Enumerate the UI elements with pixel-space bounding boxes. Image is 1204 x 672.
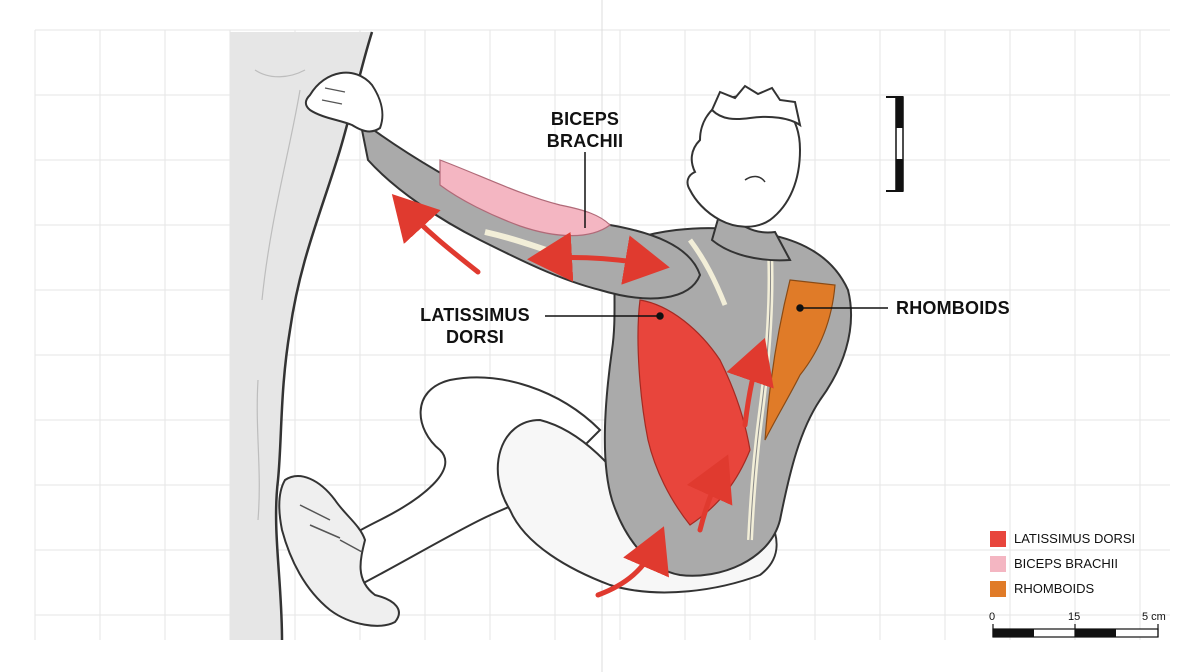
biceps-contraction-arrow bbox=[527, 231, 670, 285]
lower-back-arrow bbox=[686, 454, 733, 533]
scale-label-15: 15 bbox=[1068, 611, 1081, 623]
legend-item-rhomboids: RHOMBOIDS bbox=[990, 576, 1180, 601]
legend-swatch-latissimus bbox=[990, 530, 1006, 547]
vertical-scale-bar bbox=[886, 96, 904, 192]
lat-upward-arrow bbox=[726, 337, 774, 428]
biceps-callout-line1: BICEPS bbox=[550, 109, 620, 129]
horizontal-scale-bar bbox=[992, 624, 1159, 638]
climber-hand bbox=[304, 71, 384, 133]
legend-swatch-rhomboids bbox=[990, 580, 1006, 597]
latissimus-callout: LATISSIMUS DORSI bbox=[410, 304, 540, 348]
climber-head bbox=[686, 84, 802, 262]
biceps-callout: BICEPS BRACHII bbox=[538, 108, 632, 152]
rhomboids-muscle bbox=[764, 279, 836, 441]
rhomboids-callout: RHOMBOIDS bbox=[896, 298, 1010, 318]
latissimus-callout-line2: DORSI bbox=[445, 327, 504, 347]
climber-arm bbox=[358, 117, 702, 300]
legend-swatch-biceps bbox=[990, 555, 1006, 572]
biceps-callout-line2: BRACHII bbox=[546, 131, 624, 151]
legend-label-latissimus: LATISSIMUS DORSI bbox=[1014, 531, 1136, 546]
hip-drive-arrow bbox=[595, 526, 669, 598]
scale-label-5cm: 5 cm bbox=[1142, 611, 1166, 623]
motion-arrows bbox=[391, 193, 774, 598]
leader-lines bbox=[545, 152, 888, 320]
legend-label-biceps: BICEPS BRACHII bbox=[1014, 556, 1119, 571]
muscle-legend: LATISSIMUS DORSI BICEPS BRACHII RHOMBOID… bbox=[990, 526, 1180, 601]
legend-item-latissimus: LATISSIMUS DORSI bbox=[990, 526, 1180, 551]
latissimus-callout-line1: LATISSIMUS bbox=[420, 305, 530, 325]
arm-pull-arrow bbox=[391, 193, 481, 275]
legend-label-rhomboids: RHOMBOIDS bbox=[1014, 581, 1095, 596]
legend-item-biceps: BICEPS BRACHII bbox=[990, 551, 1180, 576]
biceps-brachii-muscle bbox=[439, 159, 611, 237]
scale-label-0: 0 bbox=[989, 611, 996, 623]
